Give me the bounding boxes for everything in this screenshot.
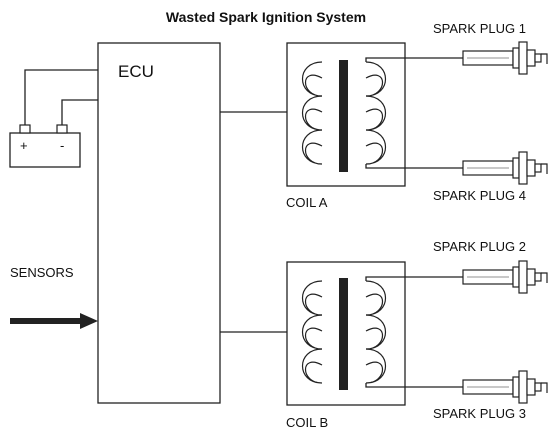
battery-minus: - <box>60 138 64 153</box>
battery-plus: + <box>20 138 28 153</box>
diagram-title: Wasted Spark Ignition System <box>166 9 366 25</box>
coil-a-label: COIL A <box>286 195 328 210</box>
spark-plug-3-label: SPARK PLUG 3 <box>433 406 526 421</box>
spark-plug-4 <box>462 151 548 185</box>
spark-plug-1 <box>462 41 548 75</box>
battery-plus-wire <box>24 69 98 125</box>
sensors-label: SENSORS <box>10 265 74 280</box>
spark-plug-1-label: SPARK PLUG 1 <box>433 21 526 36</box>
coil-a <box>286 42 406 187</box>
spark-plug-2 <box>462 260 548 294</box>
battery: + - <box>9 124 81 168</box>
spark-plug-3 <box>462 370 548 404</box>
ecu-label: ECU <box>118 62 154 81</box>
spark-plug-4-label: SPARK PLUG 4 <box>433 188 526 203</box>
coil-b <box>286 261 406 406</box>
ecu-block <box>97 42 221 404</box>
sensors-arrow <box>10 313 98 329</box>
coil-b-label: COIL B <box>286 415 328 430</box>
spark-plug-2-label: SPARK PLUG 2 <box>433 239 526 254</box>
battery-minus-wire <box>61 99 98 125</box>
